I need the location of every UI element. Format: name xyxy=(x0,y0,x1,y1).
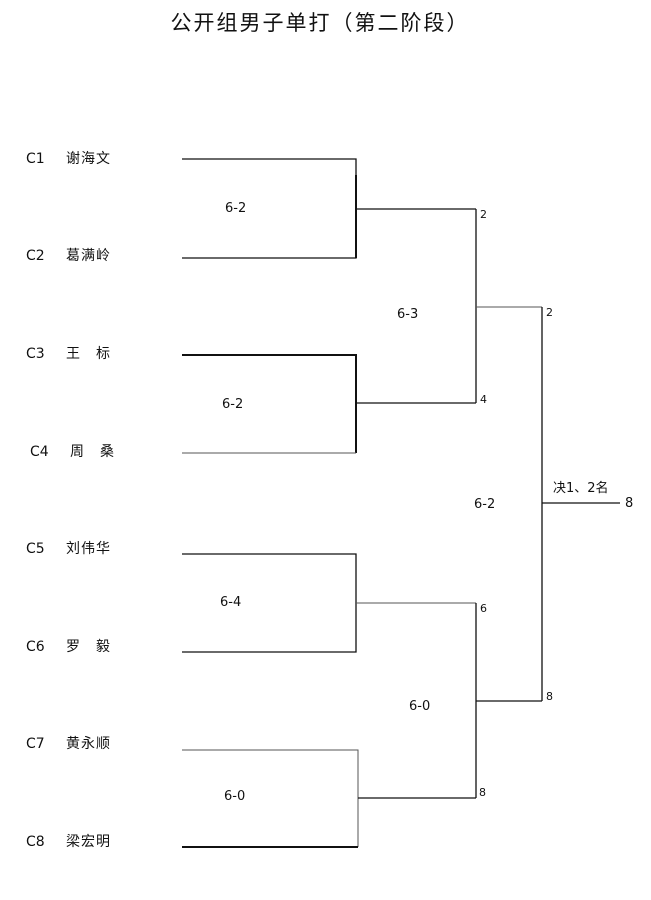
match-score: 6-0 xyxy=(409,699,430,714)
match-score: 6-2 xyxy=(222,397,243,412)
match-score: 6-2 xyxy=(225,201,246,216)
final-bracket: 决1、2名 6-2 8 xyxy=(474,307,633,701)
round1-brackets: 6-2 2 6-2 4 6-4 6 6-0 8 xyxy=(182,158,487,848)
match-score: 6-3 xyxy=(397,307,418,322)
player-name: 谢海文 xyxy=(66,151,111,167)
advance-number: 8 xyxy=(546,690,553,703)
player-name: 王 标 xyxy=(66,346,111,362)
player-name: 周 桑 xyxy=(70,444,115,460)
player-seed: C2 xyxy=(26,248,45,264)
player-name: 梁宏明 xyxy=(66,834,111,850)
bracket-line xyxy=(182,553,357,653)
match-score: 6-0 xyxy=(224,789,245,804)
bracket-title: 公开组男子单打（第二阶段） xyxy=(171,11,470,35)
round2-brackets: 6-3 2 6-0 8 xyxy=(397,209,553,798)
player-name: 黄永顺 xyxy=(66,735,111,752)
player-name: 葛满岭 xyxy=(66,248,111,264)
bracket-line xyxy=(182,749,359,847)
bracket-line xyxy=(182,354,357,453)
advance-number: 8 xyxy=(479,786,486,799)
final-score: 6-2 xyxy=(474,497,495,512)
player-seed: C3 xyxy=(26,346,45,362)
bracket-line xyxy=(182,158,357,259)
champion-number: 8 xyxy=(625,496,633,511)
player-seed: C1 xyxy=(26,151,45,167)
final-label: 决1、2名 xyxy=(553,480,609,496)
player-seed: C7 xyxy=(26,736,45,752)
advance-number: 2 xyxy=(480,208,487,221)
advance-number: 2 xyxy=(546,306,553,319)
player-list: C1 谢海文 C2 葛满岭 C3 王 标 C4 周 桑 C5 刘伟华 C6 罗 … xyxy=(26,151,115,850)
match-score: 6-4 xyxy=(220,595,241,610)
advance-number: 4 xyxy=(480,393,487,406)
player-seed: C5 xyxy=(26,541,45,557)
player-name: 罗 毅 xyxy=(66,638,111,655)
player-seed: C6 xyxy=(26,639,45,655)
player-seed: C4 xyxy=(30,444,49,460)
player-name: 刘伟华 xyxy=(66,541,111,557)
player-seed: C8 xyxy=(26,834,45,850)
advance-number: 6 xyxy=(480,602,487,615)
